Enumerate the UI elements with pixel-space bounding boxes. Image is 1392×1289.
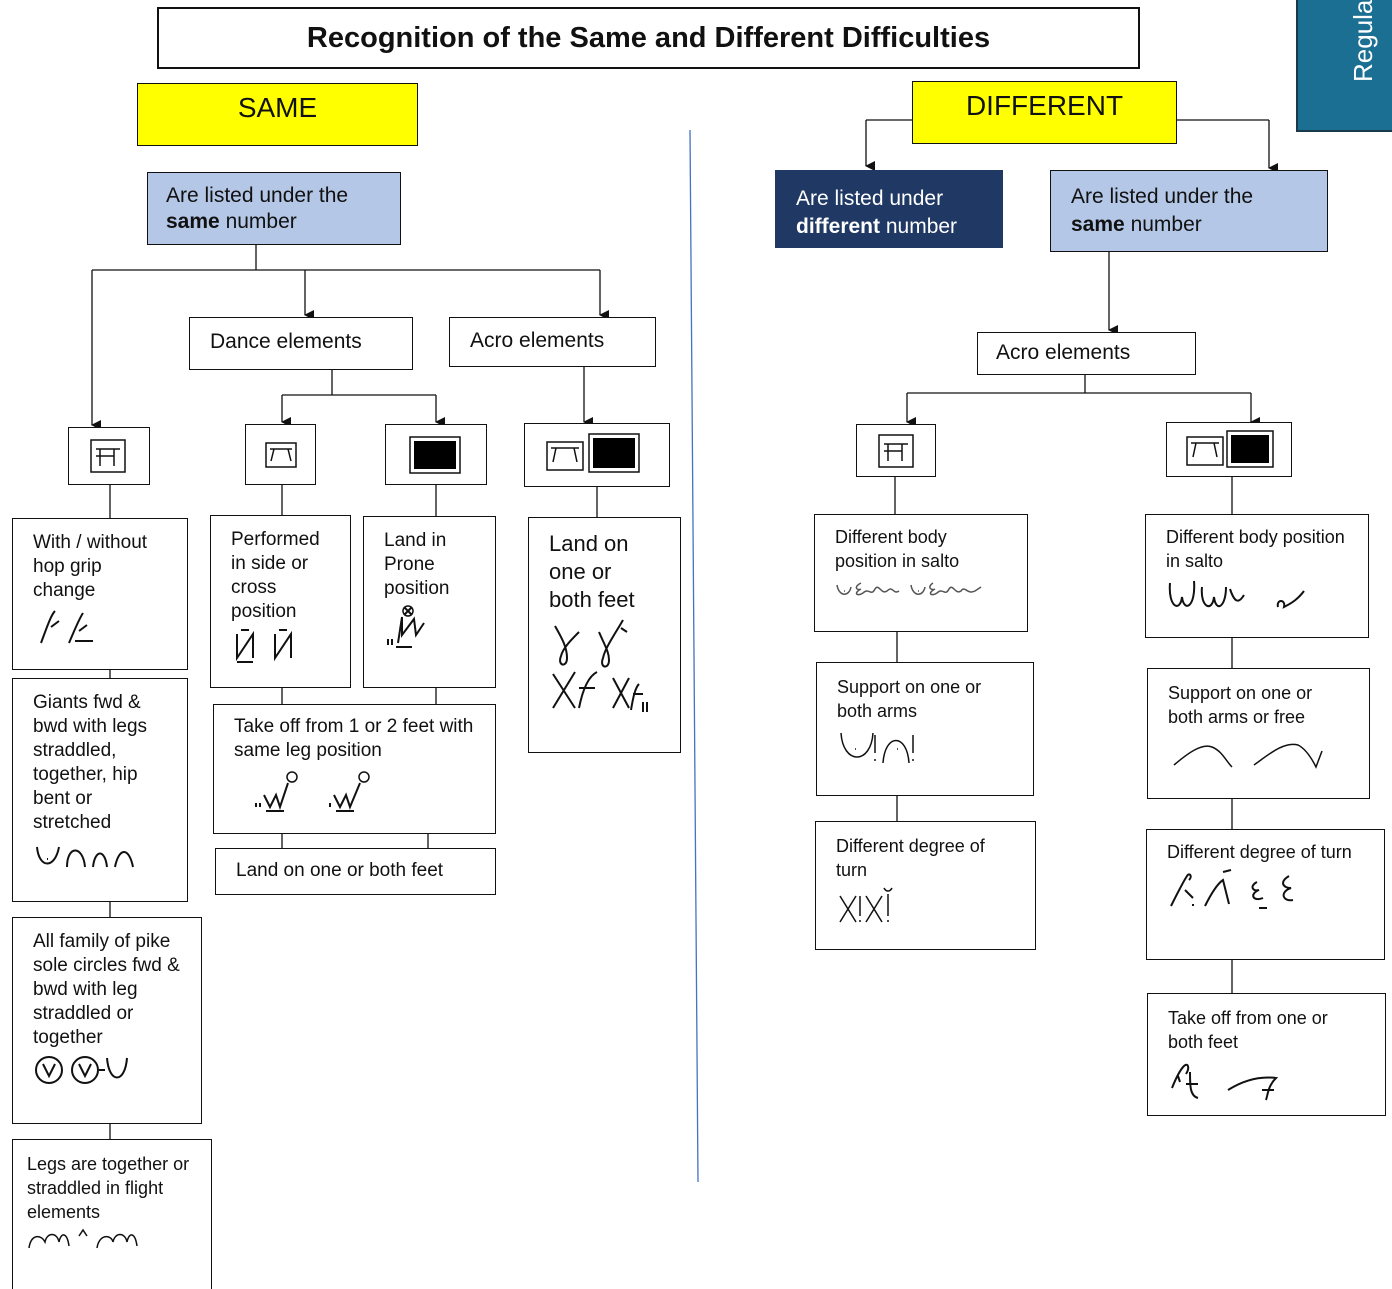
symbol-icon — [836, 582, 982, 596]
symbol-icon — [1171, 1063, 1279, 1101]
different-listed-same-number: Are listed under the same number — [1050, 170, 1328, 252]
apparatus-beam-icon — [245, 424, 316, 485]
different-listed-different-number: Are listed under different number — [775, 170, 1003, 248]
box-label: Support on one or both arms — [837, 677, 982, 721]
same-land-feet-box: Land on one or both feet — [215, 848, 496, 895]
beam-floor-symbol-icon — [1186, 430, 1274, 468]
box-label: Different degree of turn — [1167, 842, 1352, 862]
box-label: Land on one or both feet — [236, 860, 444, 881]
box-label: With / without hop grip change — [33, 532, 148, 601]
box-label: Different body position in salto — [1166, 527, 1345, 571]
text-fragment-bold: same — [166, 210, 220, 233]
symbol-icon — [1168, 580, 1305, 609]
beam-symbol-icon — [265, 442, 297, 468]
page-title-text: Recognition of the Same and Different Di… — [306, 21, 991, 54]
diff-right-salto-box: Different body position in salto — [1145, 514, 1369, 638]
text-fragment: number — [885, 215, 958, 238]
apparatus-floor-icon — [385, 424, 487, 485]
box-label: Performed in side or cross position — [231, 529, 320, 622]
text-fragment-bold: different — [796, 215, 880, 238]
page-title: Recognition of the Same and Different Di… — [157, 7, 1140, 69]
text-fragment: number — [1130, 213, 1202, 236]
box-label: Take off from 1 or 2 feet with same leg … — [234, 716, 474, 761]
side-tab: Regula — [1296, 0, 1392, 132]
symbol-icon — [236, 629, 292, 663]
floor-symbol-icon — [409, 436, 461, 474]
box-label: Different degree of turn — [836, 836, 985, 880]
same-acro-elements: Acro elements — [449, 317, 656, 367]
diff-right-support-box: Support on one or both arms or free — [1147, 668, 1370, 799]
box-label: Support on one or both arms or free — [1168, 683, 1313, 727]
symbol-icon — [35, 1056, 128, 1084]
side-tab-label: Regula — [1348, 0, 1378, 82]
same-header: SAME — [137, 83, 418, 146]
text-fragment-bold: same — [1071, 213, 1125, 236]
symbol-icon — [1170, 869, 1294, 909]
bars-symbol-icon — [90, 439, 126, 473]
diff-right-turn-box: Different degree of turn — [1146, 829, 1385, 960]
different-acro-elements: Acro elements — [977, 332, 1196, 375]
same-acro-land-box: Land on one or both feet — [528, 517, 681, 753]
symbol-icon — [36, 846, 134, 868]
box-label: Take off from one or both feet — [1168, 1008, 1328, 1052]
box-label: Land on one or both feet — [549, 531, 635, 612]
same-header-label: SAME — [237, 92, 318, 123]
different-header-label: DIFFERENT — [965, 90, 1124, 121]
same-giants-box: Giants fwd & bwd with legs straddled, to… — [12, 678, 188, 902]
symbol-icon — [1173, 743, 1323, 769]
apparatus-uneven-bars-icon — [68, 427, 150, 485]
same-pike-sole-box: All family of pike sole circles fwd & bw… — [12, 917, 202, 1124]
diff-left-salto-box: Different body position in salto — [814, 514, 1028, 632]
same-flight-box: Legs are together or straddled in flight… — [12, 1139, 212, 1289]
bars-symbol-icon — [878, 434, 914, 468]
symbol-icon — [839, 887, 893, 923]
text-fragment: Are listed under — [796, 187, 944, 210]
same-take-off-box: Take off from 1 or 2 feet with same leg … — [213, 704, 496, 834]
text-fragment: Are listed under the — [1071, 185, 1254, 208]
box-label: All family of pike sole circles fwd & bw… — [33, 931, 180, 1048]
symbol-icon — [40, 610, 93, 644]
text-fragment: Are listed under the — [166, 184, 349, 207]
text-fragment: number — [225, 210, 297, 233]
box-label: Legs are together or straddled in flight… — [27, 1154, 190, 1222]
box-label: Dance elements — [210, 330, 362, 353]
symbol-icon — [387, 605, 425, 648]
different-header: DIFFERENT — [912, 81, 1177, 144]
box-label: Acro elements — [470, 329, 605, 352]
same-side-cross-box: Performed in side or cross position — [210, 515, 351, 688]
symbol-icon — [255, 771, 370, 812]
symbol-icon — [840, 732, 914, 764]
same-dance-elements: Dance elements — [189, 317, 413, 370]
box-label: Different body position in salto — [835, 527, 960, 571]
same-hop-grip-box: With / without hop grip change — [12, 518, 188, 670]
box-label: Acro elements — [996, 341, 1131, 364]
diff-right-take-off-box: Take off from one or both feet — [1147, 993, 1386, 1116]
same-prone-box: Land in Prone position — [363, 516, 496, 688]
box-label: Giants fwd & bwd with legs straddled, to… — [33, 692, 148, 833]
diff-left-turn-box: Different degree of turn — [815, 821, 1036, 950]
diff-left-support-box: Support on one or both arms — [816, 662, 1034, 796]
symbol-icon — [28, 1228, 138, 1249]
box-label: Land in Prone position — [384, 530, 450, 599]
apparatus-beam-floor-icon — [524, 423, 670, 487]
same-listed-same-number: Are listed under the same number — [147, 172, 401, 245]
beam-floor-symbol-icon — [546, 433, 640, 473]
apparatus-uneven-bars-icon — [856, 424, 936, 477]
apparatus-beam-floor-icon — [1166, 422, 1292, 477]
symbol-icon — [552, 619, 648, 712]
